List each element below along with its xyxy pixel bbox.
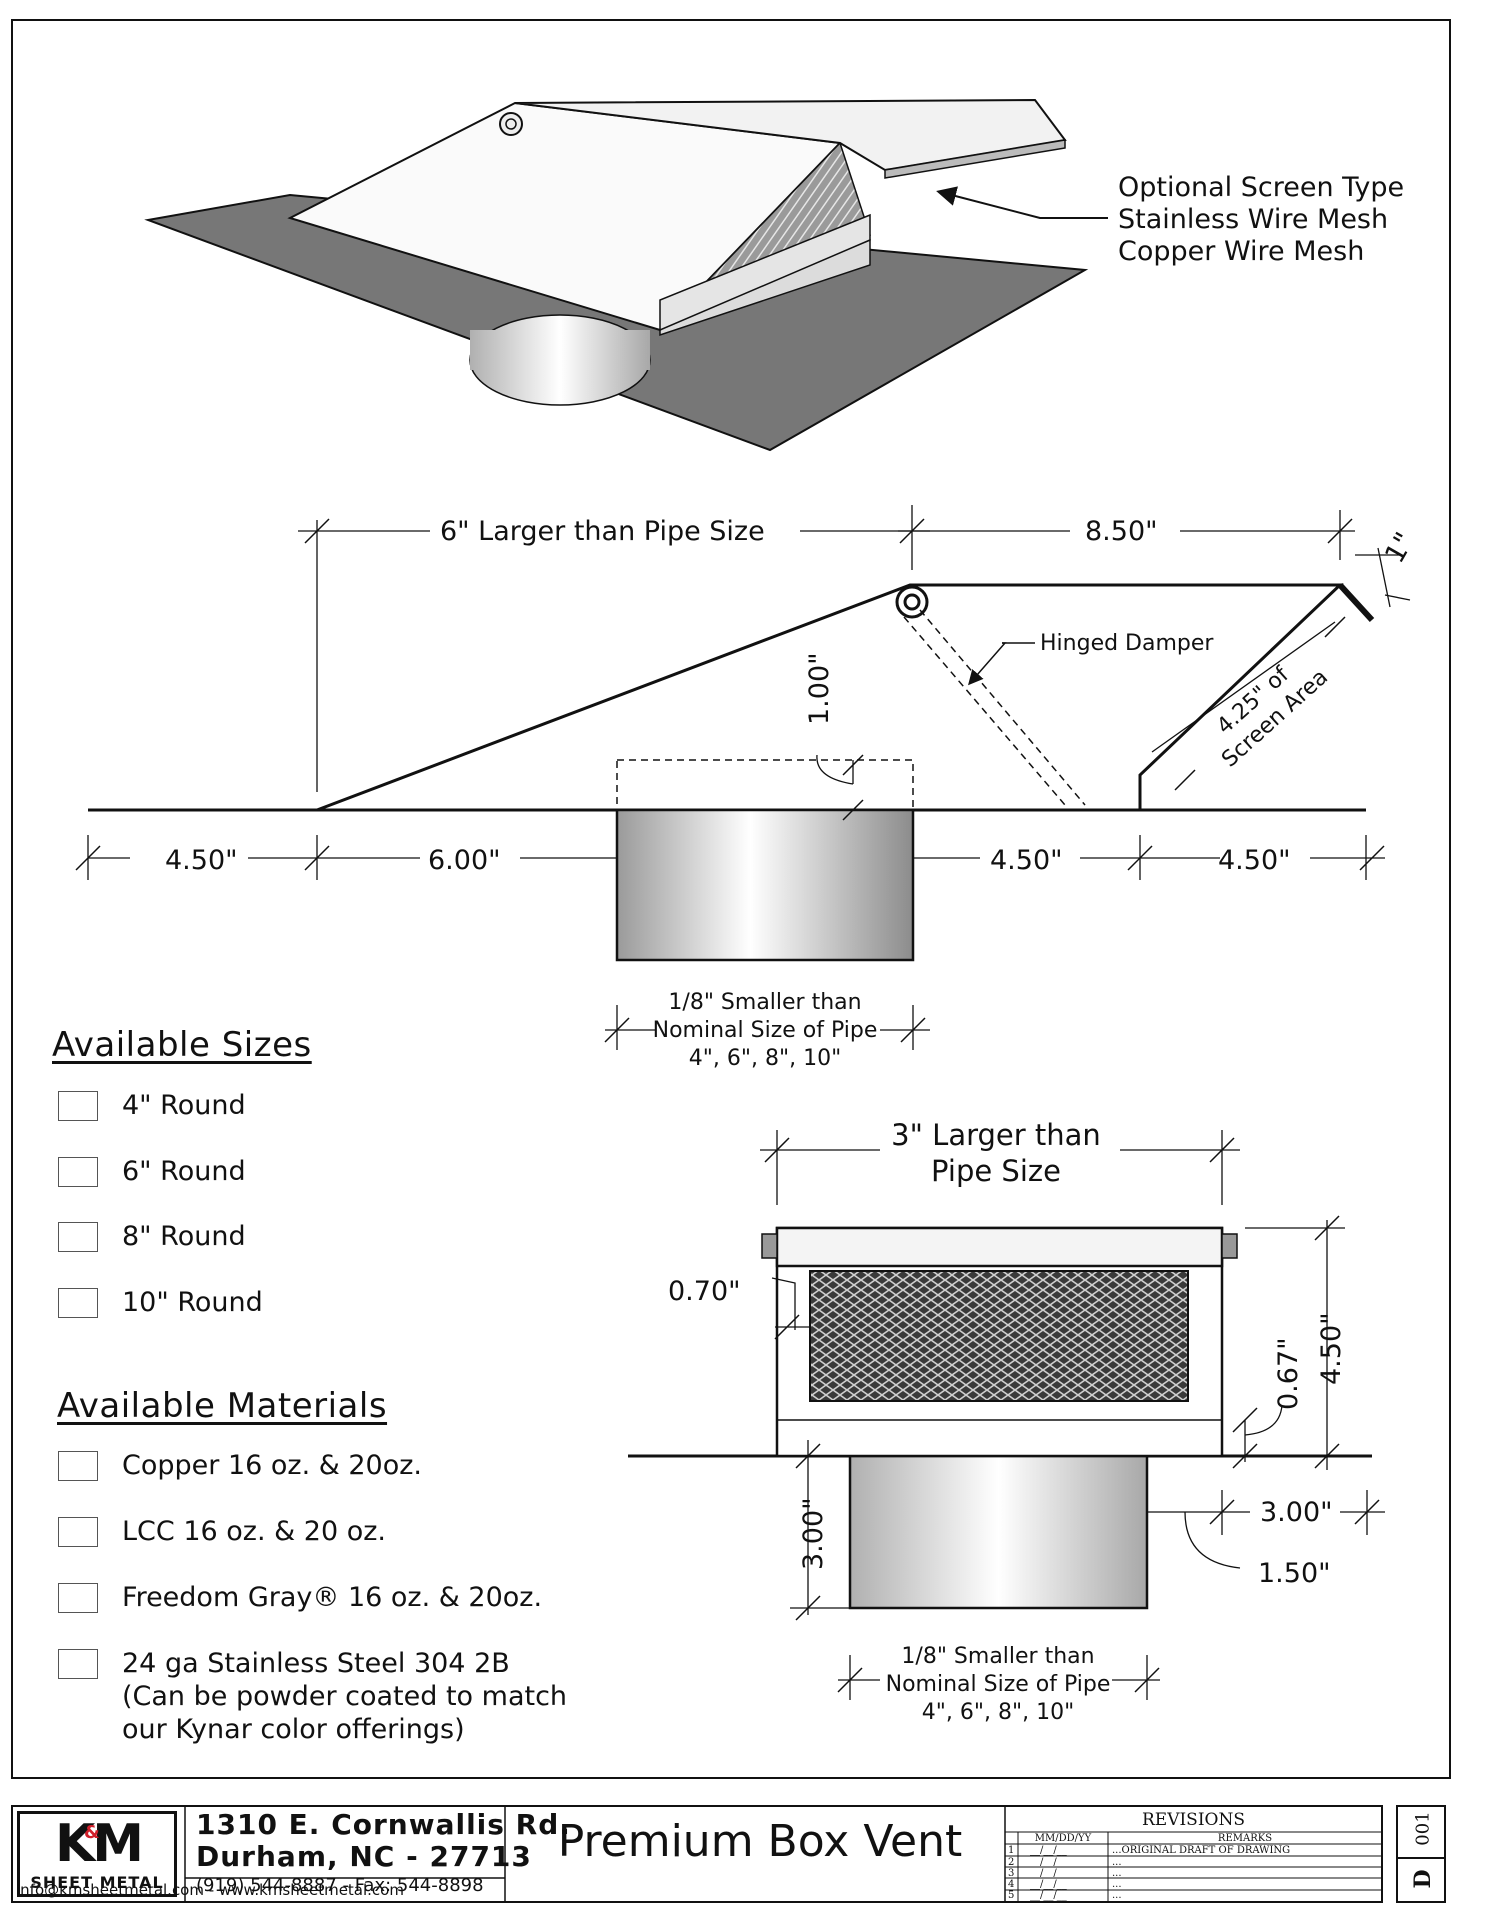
size-checkbox-10[interactable] (58, 1288, 98, 1318)
screen-type-line-3: Copper Wire Mesh (1118, 236, 1364, 267)
front-pipe (848, 1454, 1149, 1610)
size-checkbox-6[interactable] (58, 1157, 98, 1187)
dim-screen-inset: 0.70" (668, 1276, 741, 1307)
front-mesh (809, 1270, 1189, 1402)
screen-arrow (936, 186, 1108, 219)
side-view (75, 505, 1411, 1050)
hinge-side (895, 585, 929, 619)
front-pipe-note-3: 4", 6", 8", 10" (922, 1700, 1074, 1725)
sheet-border (11, 19, 1451, 1779)
dim-bottom-3: 4.50" (990, 845, 1063, 876)
pipe-side (615, 808, 915, 962)
front-pipe-note-1: 1/8" Smaller than (901, 1644, 1094, 1669)
dim-pipe-depth: 3.00" (798, 1497, 829, 1570)
dim-side-offset: 3.00" (1260, 1497, 1333, 1528)
callout-screen-type: Optional Screen Type Stainless Wire Mesh… (1118, 172, 1404, 267)
side-pipe-note-3: 4", 6", 8", 10" (689, 1046, 841, 1071)
dim-front-height: 4.50" (1316, 1312, 1347, 1385)
dim-corner: 1" (1379, 527, 1421, 568)
material-checkbox-copper[interactable] (58, 1451, 98, 1481)
isometric-view (144, 98, 1108, 452)
size-checkbox-4[interactable] (58, 1091, 98, 1121)
damper-line (903, 616, 1066, 806)
material-checkbox-freedom-gray[interactable] (58, 1583, 98, 1613)
front-width-line-2: Pipe Size (931, 1154, 1061, 1188)
dim-bottom-inset: 0.67" (1273, 1337, 1304, 1410)
dim-bottom-4: 4.50" (1218, 845, 1291, 876)
dim-top-left: 6" Larger than Pipe Size (440, 516, 765, 547)
dim-bottom-2: 6.00" (428, 845, 501, 876)
front-pipe-note: 1/8" Smaller than Nominal Size of Pipe 4… (886, 1644, 1111, 1725)
front-vent-cap (775, 1226, 1224, 1268)
front-width-line-1: 3" Larger than (891, 1118, 1101, 1152)
screen-type-line-1: Optional Screen Type (1118, 172, 1404, 203)
dim-side-offset-small: 1.50" (1258, 1558, 1331, 1589)
hinge-bolt-iso (499, 112, 523, 136)
damper-outline (616, 759, 914, 811)
dim-damper-gap: 1.00" (804, 652, 835, 725)
size-checkbox-8[interactable] (58, 1222, 98, 1252)
title-block (11, 1805, 1446, 1903)
front-width-dim: 3" Larger than Pipe Size (891, 1118, 1101, 1188)
front-view (628, 1130, 1385, 1700)
hinged-damper-label: Hinged Damper (1040, 631, 1214, 656)
side-pipe-note: 1/8" Smaller than Nominal Size of Pipe 4… (653, 990, 878, 1071)
side-pipe-note-1: 1/8" Smaller than (668, 990, 861, 1015)
screen-type-line-2: Stainless Wire Mesh (1118, 204, 1388, 235)
dim-top-right: 8.50" (1085, 516, 1158, 547)
material-checkbox-stainless[interactable] (58, 1649, 98, 1679)
front-pipe-note-2: Nominal Size of Pipe (886, 1672, 1111, 1697)
side-pipe-note-2: Nominal Size of Pipe (653, 1018, 878, 1043)
material-checkbox-lcc[interactable] (58, 1517, 98, 1547)
dim-bottom-1: 4.50" (165, 845, 238, 876)
